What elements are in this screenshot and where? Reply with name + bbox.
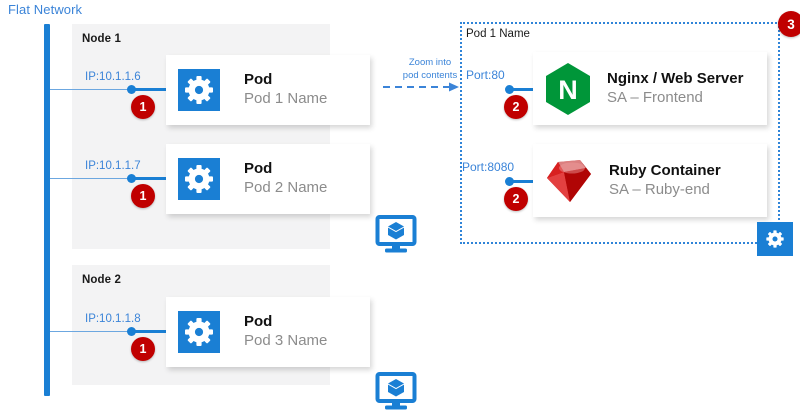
- ruby-gem-icon: [542, 156, 596, 206]
- node-1-pod-1-ip-label: IP:10.1.1.6: [85, 71, 141, 83]
- gear-icon: [178, 158, 220, 200]
- ruby-port-label: Port:8080: [462, 160, 515, 174]
- pod-detail-box: [460, 22, 780, 244]
- ruby-text: Ruby Container SA – Ruby-end: [609, 162, 721, 200]
- node-1-pod-1-spine-link: [50, 89, 132, 90]
- nginx-connector-dot: [505, 85, 514, 94]
- nginx-badge: 2: [504, 95, 528, 119]
- node-1-monitor-cube-icon: [375, 215, 417, 260]
- gear-icon: [178, 69, 220, 111]
- node-2-pod-1-connector: [133, 330, 170, 333]
- ruby-connector-dot: [505, 177, 514, 186]
- nginx-title: Nginx / Web Server: [607, 69, 744, 87]
- node-2-pod-1-ip-label: IP:10.1.1.8: [85, 313, 141, 325]
- ruby-title: Ruby Container: [609, 161, 721, 179]
- pod-1-subtitle: Pod 1 Name: [244, 90, 328, 108]
- node-1-pod-1-badge: 1: [131, 95, 155, 119]
- pod-2-subtitle: Pod 2 Name: [244, 179, 328, 197]
- node-1-pod-1-connector-dot: [127, 85, 136, 94]
- node-1-pod-2-spine-link: [50, 178, 132, 179]
- nginx-port-label: Port:80: [466, 68, 505, 82]
- node-2-pod-1-badge: 1: [131, 337, 155, 361]
- node-1-pod-1-connector: [133, 88, 170, 91]
- pod-1-text: Pod Pod 1 Name: [244, 71, 327, 109]
- nginx-text: Nginx / Web Server SA – Frontend: [607, 70, 743, 108]
- ruby-container-card[interactable]: Ruby Container SA – Ruby-end: [533, 144, 767, 217]
- pod-2-title: Pod: [244, 160, 273, 177]
- nginx-connector: [511, 88, 542, 91]
- ruby-connector: [511, 180, 542, 183]
- node-1-title: Node 1: [82, 33, 121, 45]
- ruby-subtitle: SA – Ruby-end: [609, 180, 710, 198]
- pod-2-text: Pod Pod 2 Name: [244, 160, 327, 198]
- gear-icon: [178, 311, 220, 353]
- pod-1-card[interactable]: Pod Pod 1 Name: [166, 55, 370, 125]
- flat-network-line: [44, 24, 50, 396]
- node-2-pod-1-spine-link: [50, 331, 132, 332]
- pod-detail-title: Pod 1 Name: [466, 28, 530, 40]
- ruby-badge: 2: [504, 187, 528, 211]
- pod-2-card[interactable]: Pod Pod 2 Name: [166, 144, 370, 214]
- flat-network-label: Flat Network: [8, 2, 83, 17]
- pod-3-text: Pod Pod 3 Name: [244, 313, 327, 351]
- pod-3-subtitle: Pod 3 Name: [244, 332, 328, 350]
- pod-3-card[interactable]: Pod Pod 3 Name: [166, 297, 370, 367]
- pod-detail-badge: 3: [778, 11, 800, 37]
- node-1-pod-2-connector: [133, 177, 170, 180]
- zoom-annotation: Zoom into pod contents: [386, 57, 474, 83]
- zoom-annotation-line-1: Zoom into: [408, 57, 452, 68]
- node-1-pod-2-ip-label: IP:10.1.1.7: [85, 160, 141, 172]
- nginx-subtitle: SA – Frontend: [607, 88, 703, 106]
- node-1-pod-2-connector-dot: [127, 174, 136, 183]
- node-1-pod-2-badge: 1: [131, 184, 155, 208]
- pod-1-title: Pod: [244, 71, 273, 88]
- node-2-monitor-cube-icon: [375, 372, 417, 417]
- dashed-arrow-right-icon: [383, 80, 463, 99]
- svg-text:N: N: [558, 75, 578, 105]
- nginx-container-card[interactable]: N Nginx / Web Server SA – Frontend: [533, 52, 767, 125]
- pod-detail-gear-icon[interactable]: [757, 222, 793, 256]
- pod-3-title: Pod: [244, 313, 273, 330]
- node-2-pod-1-connector-dot: [127, 327, 136, 336]
- zoom-annotation-line-2: pod contents: [402, 69, 458, 81]
- node-2-title: Node 2: [82, 274, 121, 286]
- nginx-logo-icon: N: [542, 61, 594, 117]
